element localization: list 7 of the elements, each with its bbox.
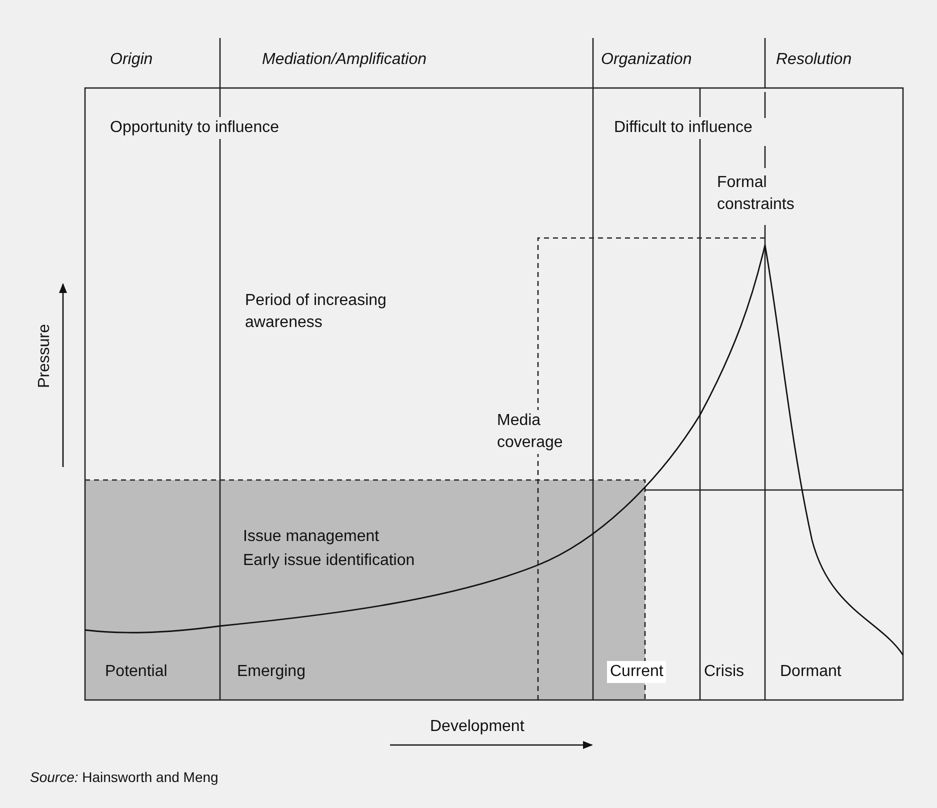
note-text: Opportunity to influence bbox=[110, 117, 279, 139]
note-text: Issue management bbox=[243, 527, 380, 547]
note-text: Difficult to influence bbox=[614, 117, 752, 139]
note-text: Early issue identification bbox=[243, 551, 415, 571]
stage-label: Current bbox=[607, 661, 666, 683]
stage-label: Emerging bbox=[237, 662, 306, 682]
stage-label: Potential bbox=[105, 662, 168, 682]
